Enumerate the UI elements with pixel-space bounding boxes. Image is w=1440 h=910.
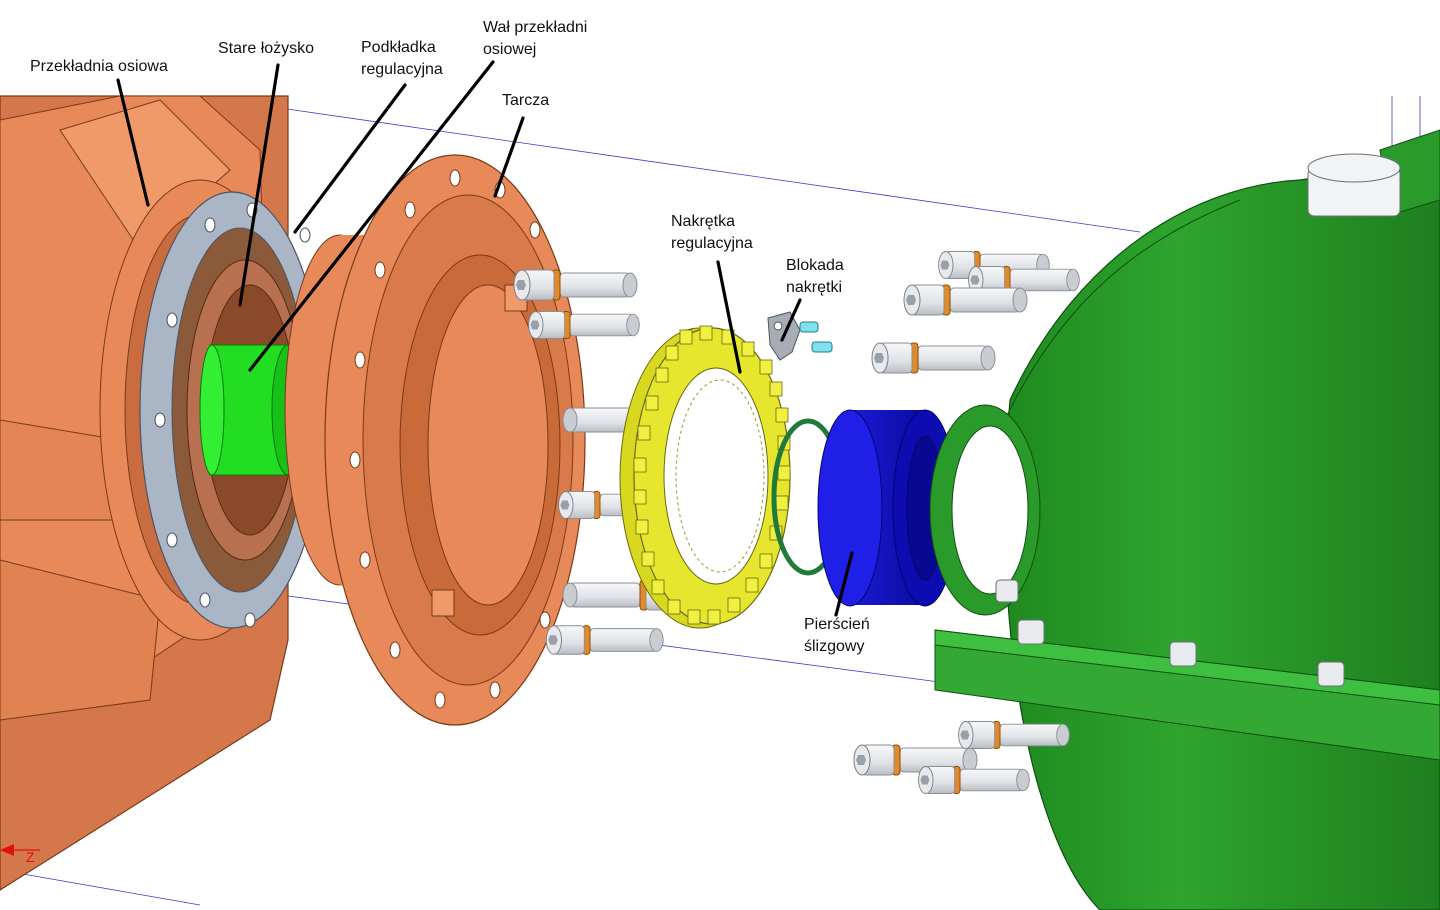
adjustment-nut: [619, 325, 791, 629]
leader-lines: [116, 60, 854, 617]
disc-flange: [284, 154, 586, 726]
label-nut-lock: Blokada nakrętki: [786, 257, 844, 296]
axis-z-label: Z: [26, 849, 35, 865]
label-gearbox: Przekładnia osiowa: [30, 58, 168, 75]
generator-housing: [929, 129, 1440, 910]
label-adjust-nut: Nakrętka regulacyjna: [671, 213, 753, 252]
nut-lock: [767, 311, 833, 361]
label-shaft: Wał przekładni osiowej: [483, 19, 588, 58]
label-old-bearing: Stare łożysko: [218, 40, 315, 57]
label-shim: Podkładka regulacyjna: [361, 39, 443, 78]
label-slip-ring: Pierścień ślizgowy: [804, 616, 870, 655]
axis-indicator: Z: [0, 844, 40, 865]
label-disc: Tarcza: [502, 92, 550, 109]
